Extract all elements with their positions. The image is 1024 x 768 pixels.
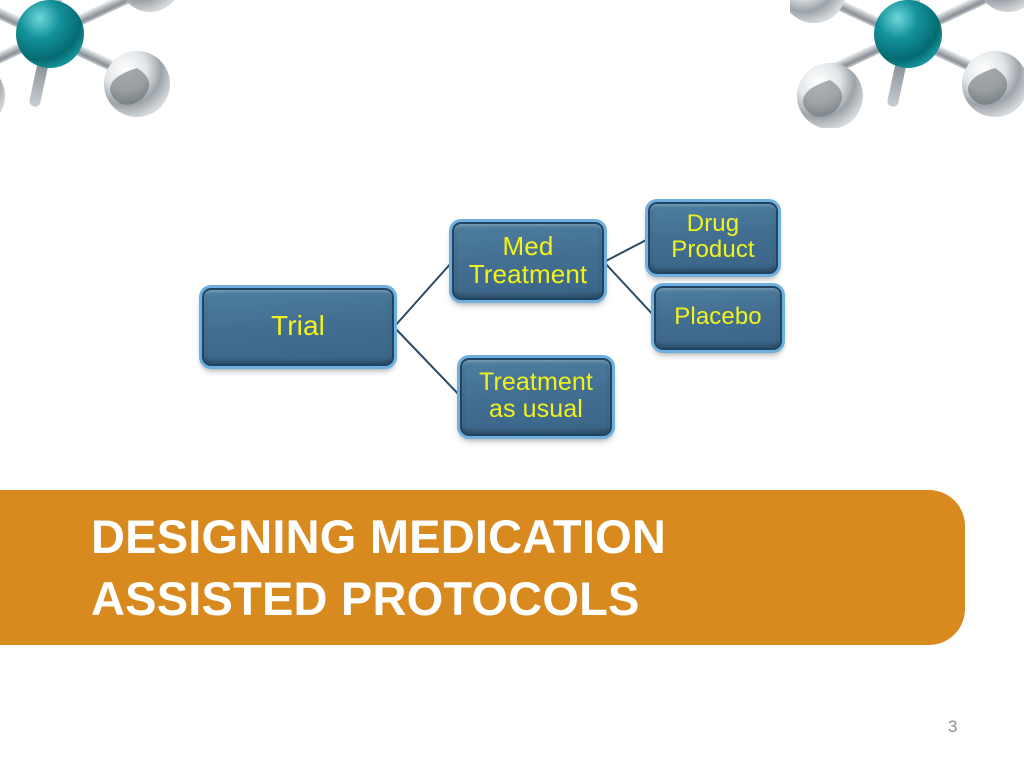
- diagram-node-trial-label: Trial: [271, 309, 325, 341]
- diagram-node-med-treatment[interactable]: Med Treatment: [452, 222, 604, 300]
- connector-med-placebo: [603, 261, 657, 319]
- page-number: 3: [948, 717, 958, 736]
- diagram-node-placebo[interactable]: Placebo: [654, 286, 782, 350]
- diagram-node-treatment-as-usual[interactable]: Treatment as usual: [460, 358, 612, 436]
- diagram-connectors: [393, 237, 657, 401]
- connector-trial-tau: [393, 326, 465, 401]
- diagram-node-drug-product-label: Drug Product: [671, 210, 755, 263]
- diagram-node-placebo-label: Placebo: [674, 303, 762, 331]
- slide-title: DESIGNING MEDICATION ASSISTED PROTOCOLS: [91, 510, 666, 625]
- connector-med-drug: [603, 237, 651, 263]
- diagram-node-drug-product[interactable]: Drug Product: [648, 202, 778, 274]
- diagram-node-treatment-as-usual-label: Treatment as usual: [479, 368, 593, 423]
- connector-trial-med: [393, 261, 453, 328]
- trial-design-diagram: Trial Med Treatment Treatment as usual D…: [202, 202, 782, 436]
- diagram-node-trial[interactable]: Trial: [202, 288, 394, 366]
- diagram-node-med-treatment-label: Med Treatment: [468, 230, 588, 289]
- title-banner: DESIGNING MEDICATION ASSISTED PROTOCOLS: [0, 490, 965, 645]
